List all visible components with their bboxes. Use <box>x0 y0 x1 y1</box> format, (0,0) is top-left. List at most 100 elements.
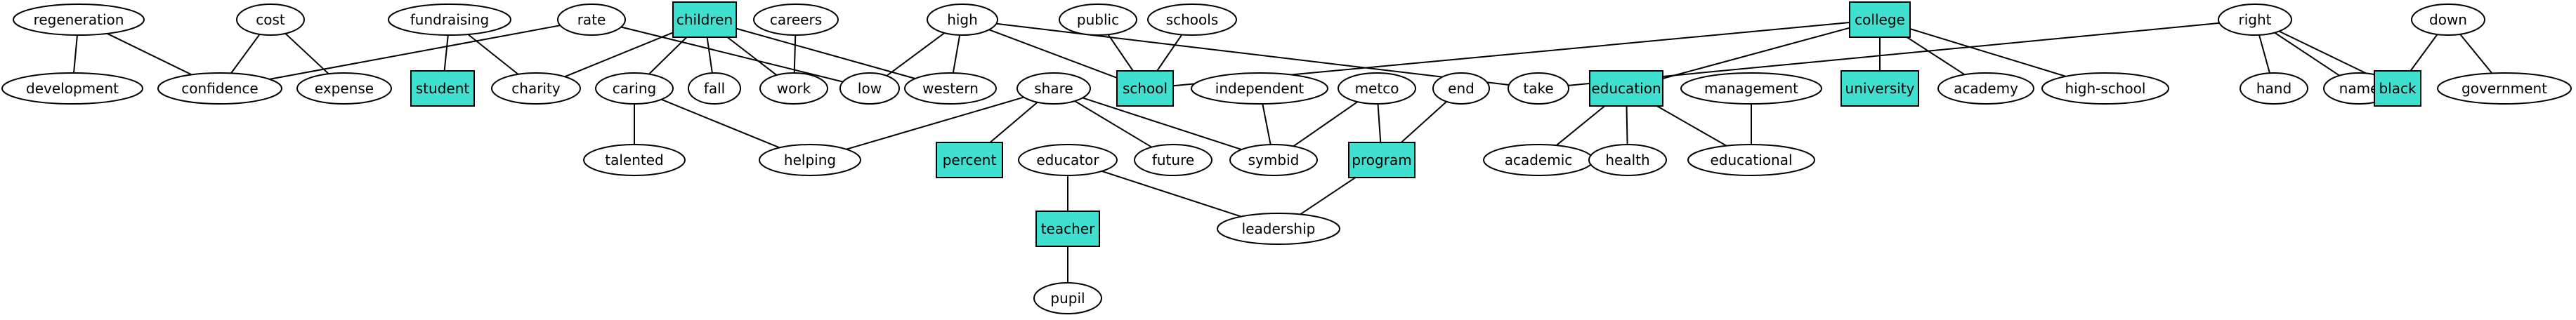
node-future: future <box>1134 144 1212 176</box>
node-college: college <box>1849 1 1911 38</box>
node-box <box>1116 70 1174 107</box>
node-government: government <box>2437 72 2572 105</box>
node-health: health <box>1588 144 1667 176</box>
node-ellipse <box>583 144 686 176</box>
node-schools: schools <box>1147 4 1237 36</box>
node-label: low <box>858 80 882 97</box>
node-charity: charity <box>491 72 581 105</box>
node-right: right <box>2218 4 2292 36</box>
node-children: children <box>672 1 737 38</box>
node-ellipse <box>1134 144 1212 176</box>
node-ellipse <box>688 72 741 105</box>
node-high: high <box>927 4 998 36</box>
edge-metco-program <box>1377 103 1382 143</box>
node-ellipse <box>236 4 305 36</box>
node-label: end <box>1448 80 1475 97</box>
node-label: expense <box>315 80 374 97</box>
edge-regeneration-confidence <box>107 32 192 76</box>
edge-education-educational <box>1656 105 1727 147</box>
node-ellipse <box>1508 72 1569 105</box>
edge-high-school <box>988 29 1118 79</box>
node-label: college <box>1855 11 1905 28</box>
node-box <box>1849 1 1911 38</box>
edge-share-helping <box>846 96 1024 150</box>
edge-program-leadership <box>1300 177 1356 215</box>
node-label: children <box>676 11 733 28</box>
edge-down-black <box>2410 34 2438 72</box>
node-label: school <box>1123 80 1168 97</box>
node-symbid: symbid <box>1229 144 1318 176</box>
node-label: rate <box>577 11 606 28</box>
node-label: fall <box>704 80 725 97</box>
node-label: educational <box>1710 152 1792 168</box>
node-label: fundraising <box>410 11 489 28</box>
edge-college-education <box>1662 27 1850 79</box>
node-ellipse <box>1059 4 1137 36</box>
edge-right-take <box>1568 22 2220 86</box>
node-ellipse <box>296 72 392 105</box>
node-high-school: high-school <box>2041 72 2169 105</box>
node-education: education <box>1589 70 1663 107</box>
node-ellipse <box>595 72 674 105</box>
node-label: cost <box>256 11 285 28</box>
node-ellipse <box>1432 72 1490 105</box>
node-metco: metco <box>1338 72 1416 105</box>
edge-cost-expense <box>285 32 329 74</box>
node-label: take <box>1523 80 1553 97</box>
node-ellipse <box>1229 144 1318 176</box>
node-helping: helping <box>759 144 861 176</box>
edge-down-government <box>2459 34 2493 74</box>
edge-caring-helping <box>661 98 780 149</box>
node-label: academic <box>1505 152 1573 168</box>
node-ellipse <box>1680 72 1822 105</box>
node-ellipse <box>491 72 581 105</box>
edge-right-name <box>2274 32 2340 76</box>
edge-regeneration-development <box>73 34 78 74</box>
node-label: helping <box>784 152 836 168</box>
node-ellipse <box>1033 282 1102 314</box>
node-label: management <box>1704 80 1798 97</box>
node-caring: caring <box>595 72 674 105</box>
node-ellipse <box>904 72 997 105</box>
node-ellipse <box>1937 72 2034 105</box>
node-fall: fall <box>688 72 741 105</box>
node-label: high-school <box>2065 80 2146 97</box>
node-ellipse <box>1191 72 1328 105</box>
edge-children-western <box>735 27 916 79</box>
node-label: pupil <box>1050 290 1085 307</box>
edge-children-charity <box>564 32 674 78</box>
node-percent: percent <box>936 142 1003 178</box>
edge-education-health <box>1626 105 1628 145</box>
node-development: development <box>1 72 143 105</box>
node-label: government <box>2461 80 2547 97</box>
edge-cost-confidence <box>230 34 261 74</box>
node-academic: academic <box>1483 144 1594 176</box>
node-ellipse <box>1338 72 1416 105</box>
node-label: development <box>26 80 119 97</box>
node-label: high <box>947 11 978 28</box>
edge-college-high-school <box>1909 28 2066 77</box>
node-low: low <box>839 72 900 105</box>
edge-education-academic <box>1555 105 1606 146</box>
node-label: metco <box>1355 80 1399 97</box>
edge-right-hand <box>2258 34 2270 74</box>
edge-college-academy <box>1906 36 1966 76</box>
node-ellipse <box>759 144 861 176</box>
node-label: black <box>2379 80 2417 97</box>
node-label: careers <box>770 11 822 28</box>
node-label: name <box>2339 80 2379 97</box>
node-ellipse <box>2041 72 2169 105</box>
node-label: percent <box>943 152 997 168</box>
node-label: university <box>1845 80 1915 97</box>
edge-high-western <box>952 34 961 74</box>
node-talented: talented <box>583 144 686 176</box>
node-label: charity <box>511 80 561 97</box>
node-ellipse <box>1018 144 1118 176</box>
node-program: program <box>1348 142 1416 178</box>
node-box <box>1035 211 1100 247</box>
node-ellipse <box>1016 72 1091 105</box>
node-confidence: confidence <box>157 72 282 105</box>
node-ellipse <box>13 4 145 36</box>
edge-share-symbid <box>1082 97 1242 151</box>
